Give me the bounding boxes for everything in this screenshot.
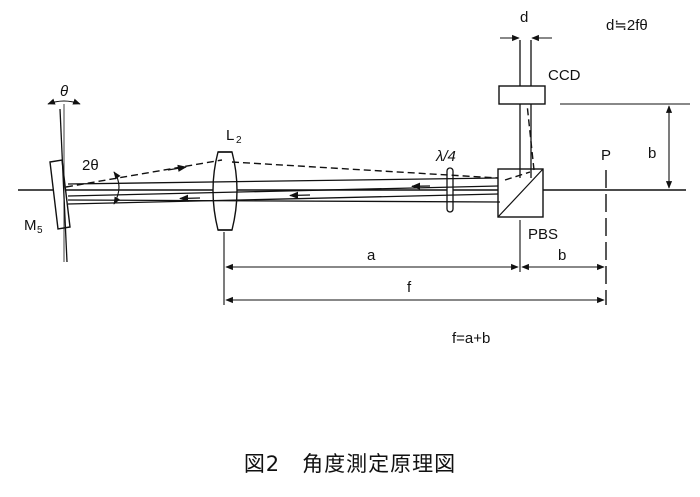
f-label: f [407,279,412,296]
f-formula: f=a+b [452,330,490,347]
p-label: P [601,147,611,164]
dashed-beam [65,103,535,188]
b-bottom-label: b [558,247,566,264]
mirror-label: M [24,217,37,234]
ccd-label: CCD [548,67,581,84]
lens-label-sub: 2 [236,135,242,146]
mirror-label-sub: 5 [37,225,43,236]
theta-arc [47,98,81,105]
d-formula: d≒2fθ [606,17,648,34]
two-theta-label: 2θ [82,157,99,174]
pbs-label: PBS [528,226,558,243]
theta-label: θ [60,83,68,100]
a-label: a [367,247,376,264]
dashed-beam-arrow [167,164,187,172]
beam-arrow-2 [179,194,201,202]
lens-label: L [226,127,234,144]
waveplate-label: λ/4 [435,148,456,165]
mirror-normal-line [59,108,68,263]
beam-arrow-1 [289,191,311,199]
mirror-m5 [49,104,71,263]
two-theta-arc [113,171,121,205]
b-right-label: b [648,145,656,162]
ccd-sensor [498,85,546,105]
figure-caption: 図2 角度測定原理図 [243,452,457,476]
lens-l2 [212,151,238,231]
d-label: d [520,9,528,26]
solid-beams [67,40,532,205]
